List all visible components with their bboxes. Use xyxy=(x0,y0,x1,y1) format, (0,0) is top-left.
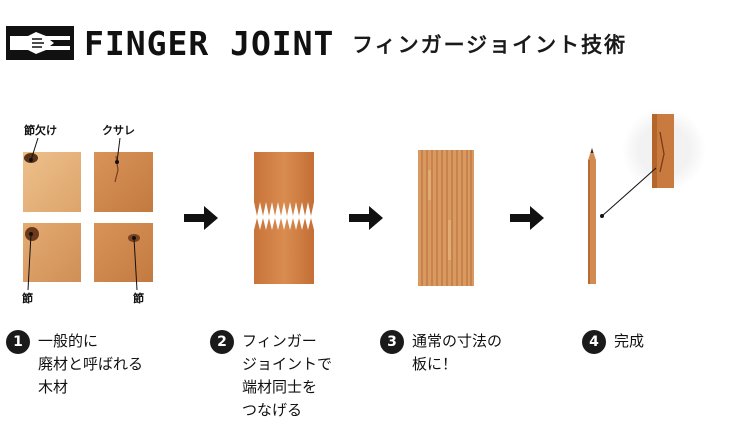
step-caption-1: 一般的に廃材と呼ばれる木材 xyxy=(38,332,144,396)
page-title: フィンガージョイント技術 xyxy=(352,33,628,57)
label-knot-left: 節 xyxy=(22,292,33,305)
arrow-right-icon xyxy=(510,206,544,230)
step-number-1: 1 xyxy=(6,330,30,354)
finger-joint-pieces xyxy=(254,152,314,284)
hands-logo-icon xyxy=(6,26,74,60)
label-knot-right: 節 xyxy=(133,292,144,305)
finished-pencil xyxy=(588,108,706,284)
arrow-right-icon xyxy=(184,206,218,230)
laminated-board xyxy=(418,150,474,286)
step-caption-4: 完成 xyxy=(614,332,645,350)
step-number-3: 3 xyxy=(380,330,404,354)
step-caption-3: 通常の寸法の板に！ xyxy=(412,332,503,373)
step-number-2: 2 xyxy=(210,330,234,354)
brand-title: FINGER JOINT xyxy=(84,24,335,63)
label-rot: クサレ xyxy=(102,124,135,137)
scrap-wood-pieces xyxy=(23,138,153,291)
step-caption-2: フィンガージョイントで端材同士をつなげる xyxy=(242,332,333,419)
step-number-4: 4 xyxy=(582,330,606,354)
arrow-right-icon xyxy=(349,206,383,230)
label-knot-missing: 節欠け xyxy=(24,124,57,137)
